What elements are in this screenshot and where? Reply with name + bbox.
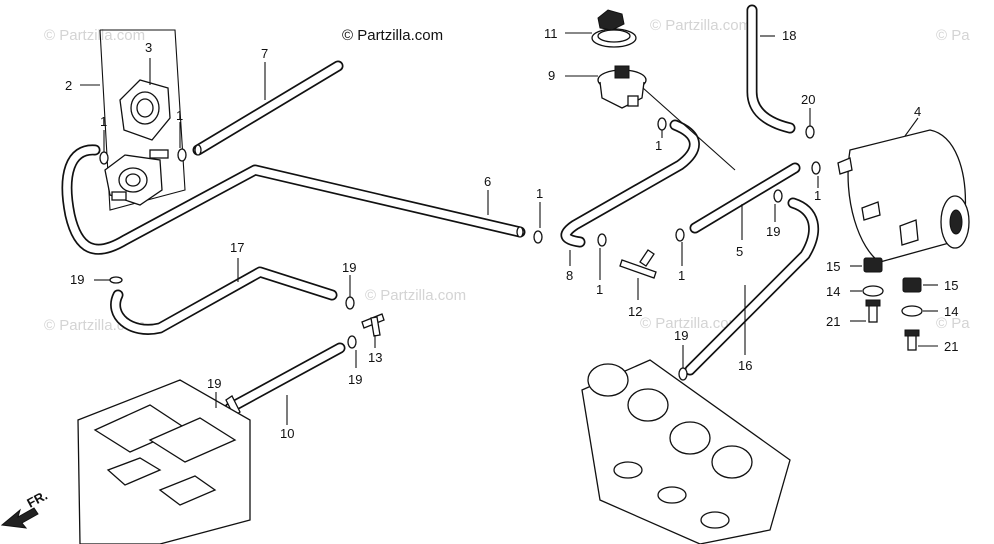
callout-14: 14 [944,304,958,319]
watermark: © Partzilla.com [650,17,751,34]
copyright-notice: © Partzilla.com [342,27,443,44]
leader-lines [80,32,938,425]
valve-9 [597,65,647,109]
watermark: © Partzilla.com [365,287,466,304]
watermark-group: © Partzilla.com © Partzilla.com © Pa © P… [44,17,970,334]
callout-19: 19 [70,272,84,287]
watermark: © Partzilla.com [640,315,741,332]
t-joint-13 [361,313,385,337]
front-label: FR. [24,488,50,511]
callout-7: 7 [261,46,268,61]
callout-21: 21 [944,339,958,354]
callout-8: 8 [566,268,573,283]
callout-16: 16 [738,358,752,373]
air-valve-assembly [99,29,186,211]
cylinder-head [77,379,251,544]
callout-18: 18 [782,28,796,43]
callout-21: 21 [826,314,840,329]
callout-9: 9 [548,68,555,83]
callout-20: 20 [801,92,815,107]
hose-18 [746,4,796,134]
callout-1: 1 [678,268,685,283]
callout-17: 17 [230,240,244,255]
callout-1: 1 [176,108,183,123]
callout-1: 1 [655,138,662,153]
callout-6: 6 [484,174,491,189]
callout-5: 5 [736,244,743,259]
front-arrow: FR. [0,488,50,529]
callout-19: 19 [766,224,780,239]
callout-15: 15 [944,278,958,293]
callout-19: 19 [342,260,356,275]
callout-14: 14 [826,284,840,299]
callout-15: 15 [826,259,840,274]
callout-1: 1 [814,188,821,203]
callout-10: 10 [280,426,294,441]
watermark: © Pa [936,27,970,44]
callout-1: 1 [536,186,543,201]
callout-12: 12 [628,304,642,319]
callout-1: 1 [100,114,107,129]
fasteners [862,257,923,351]
hose-8 [560,119,700,248]
pipe-10 [224,342,346,417]
callout-2: 2 [65,78,72,93]
callout-4: 4 [914,104,921,119]
callout-11: 11 [544,26,558,41]
hose-16 [684,197,819,376]
carburetor-bank [581,359,791,544]
callout-1: 1 [596,282,603,297]
t-joint-12 [619,249,657,279]
hose-6 [61,144,526,255]
callout-13: 13 [368,350,382,365]
watermark: © Partzilla.com [44,27,145,44]
callout-19: 19 [348,372,362,387]
clips [99,117,821,421]
callout-3: 3 [145,40,152,55]
cap-11 [591,9,637,48]
hose-5 [689,162,801,234]
callout-labels: 2 3 1 1 7 6 1 17 19 19 13 19 10 19 11 9 … [65,26,958,441]
hose-17 [110,266,338,335]
callout-19: 19 [207,376,221,391]
callout-19: 19 [674,328,688,343]
watermark: © Pa [936,315,970,332]
hose-7 [192,60,344,156]
canister-4 [837,129,970,263]
